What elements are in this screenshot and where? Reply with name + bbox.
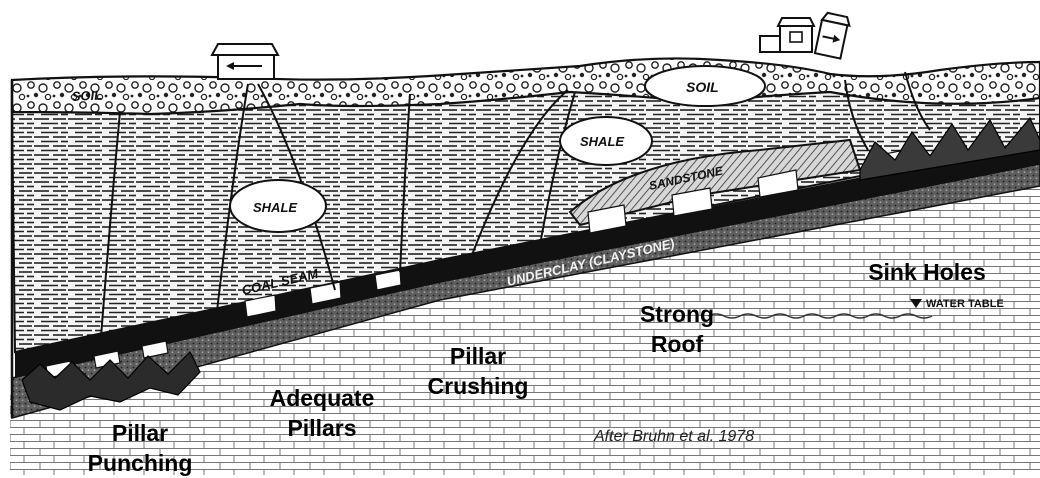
house-right-icon [760,12,851,59]
callout-text: Roof [622,329,732,359]
label-water-table: WATER TABLE [926,298,1004,310]
callout-text: Pillars [252,413,392,443]
callout-text: Pillar [70,418,210,448]
callout-sink-holes: Sink Holes [852,257,1002,287]
label-shale-left: SHALE [253,200,297,215]
callout-adequate-pillars: Adequate Pillars [252,383,392,443]
callout-text: Adequate [252,383,392,413]
figure-credit: After Bruhn et al. 1978 [594,428,754,446]
callout-text: Crushing [408,371,548,401]
callout-pillar-crushing: Pillar Crushing [408,341,548,401]
callout-text: Pillar [408,341,548,371]
callout-strong-roof: Strong Roof [622,299,732,359]
house-left-icon [212,44,278,79]
callout-text: Punching [70,448,210,478]
callout-text: Sink Holes [852,257,1002,287]
label-shale-right: SHALE [580,134,624,149]
label-soil-left: SOIL [71,87,102,104]
callout-text: Strong [622,299,732,329]
label-soil-right: SOIL [686,79,719,95]
callout-pillar-punching: Pillar Punching [70,418,210,478]
